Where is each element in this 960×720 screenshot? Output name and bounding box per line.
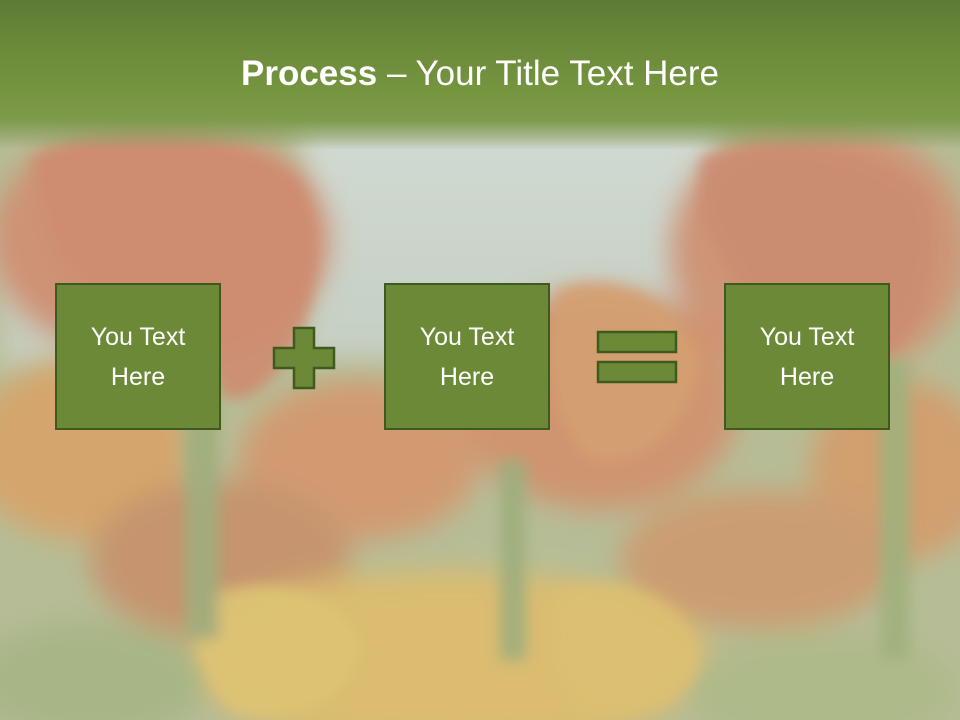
process-box-3: You Text Here bbox=[724, 283, 890, 430]
title-bar bbox=[0, 0, 960, 150]
slide-title: Process – Your Title Text Here bbox=[0, 52, 960, 96]
process-box-2-label: You Text Here bbox=[419, 322, 515, 391]
process-box-1-label: You Text Here bbox=[90, 322, 186, 391]
title-bold-part: Process bbox=[241, 54, 378, 93]
process-box-2: You Text Here bbox=[384, 283, 550, 430]
equals-icon bbox=[596, 330, 678, 384]
title-rest-part: – Your Title Text Here bbox=[377, 54, 719, 93]
process-box-1: You Text Here bbox=[55, 283, 221, 430]
plus-icon bbox=[272, 326, 336, 390]
process-box-3-label: You Text Here bbox=[759, 322, 855, 391]
